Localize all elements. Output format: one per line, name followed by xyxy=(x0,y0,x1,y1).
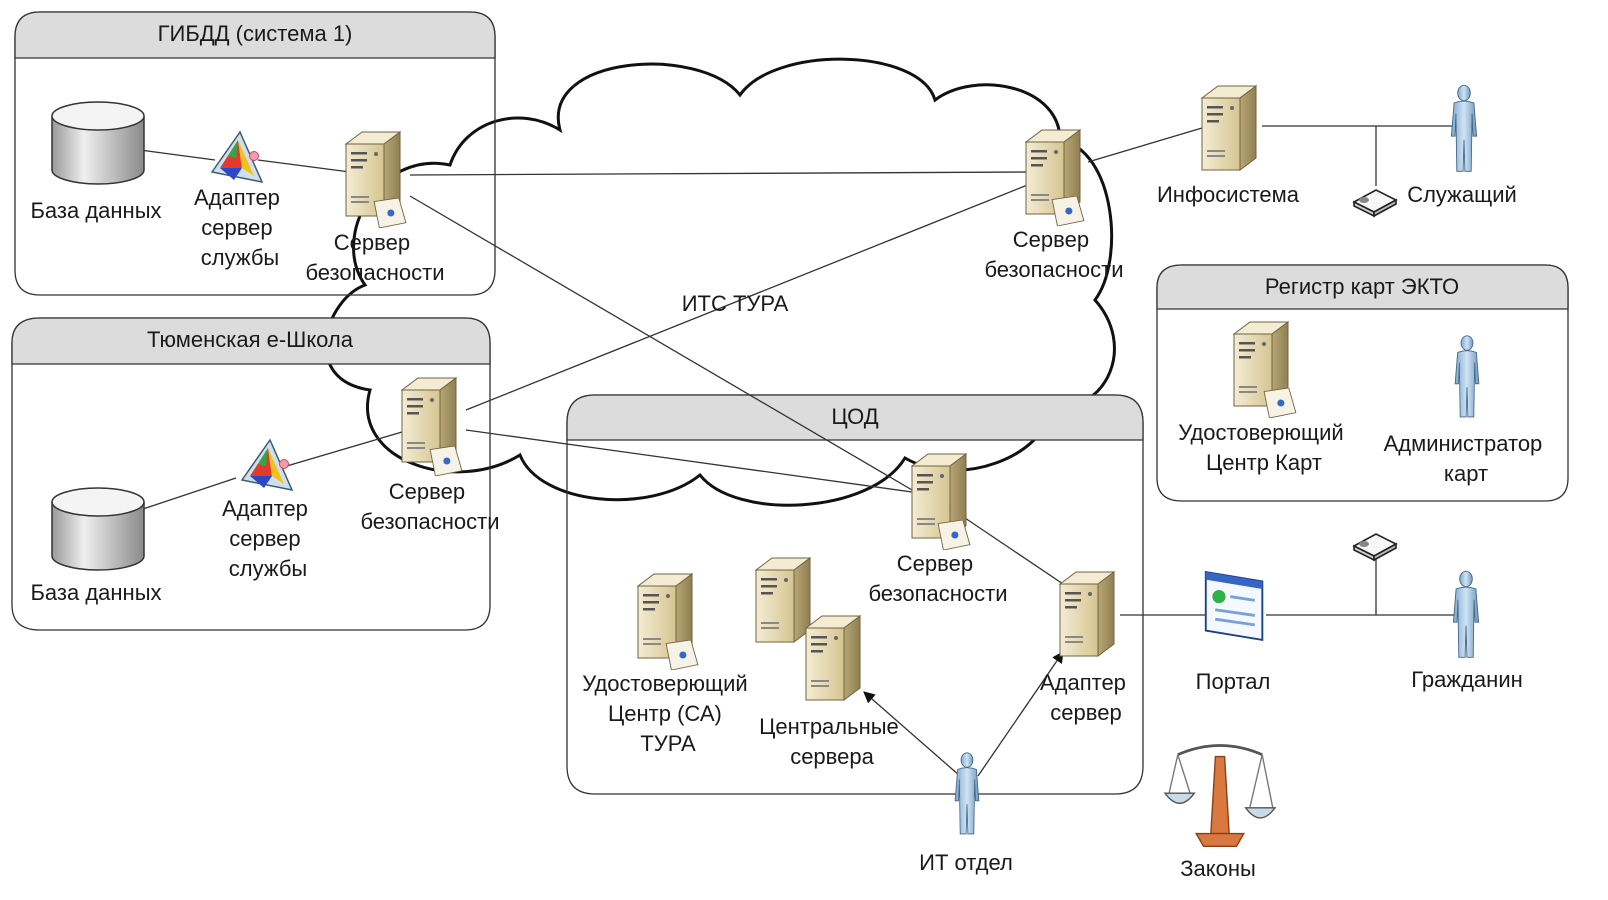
eschool-security-label: Сервер безопасности xyxy=(360,479,499,534)
certificate-icon xyxy=(665,640,699,670)
group-title-registry: Регистр карт ЭКТО xyxy=(1265,274,1459,299)
adapter-server-icon xyxy=(1059,571,1115,657)
gibdd-adapter-label: Адаптер сервер службы xyxy=(194,185,286,270)
group-title-cod: ЦОД xyxy=(831,404,878,429)
portal-label: Портал xyxy=(1196,669,1271,694)
router-icon xyxy=(1353,189,1397,217)
citizen-label: Гражданин xyxy=(1411,667,1523,692)
group-eschool: Тюменская е-Школа xyxy=(11,317,491,631)
cod-central-label: Центральные сервера xyxy=(759,714,905,769)
cod-security-label: Сервер безопасности xyxy=(868,551,1007,606)
database-icon xyxy=(51,487,145,571)
its-tura-cloud xyxy=(324,57,1116,507)
central-server-icon xyxy=(755,557,811,643)
person-icon xyxy=(954,752,980,835)
infosys-security-label: Сервер безопасности xyxy=(984,227,1123,282)
person-icon xyxy=(1452,570,1480,658)
central-server-icon xyxy=(805,615,861,701)
group-gibdd: ГИБДД (система 1) xyxy=(14,11,496,296)
router-icon xyxy=(1353,533,1397,561)
person-icon xyxy=(1450,84,1478,172)
registry-ca-label: Удостоверющий Центр Карт xyxy=(1178,420,1350,475)
group-cod: ЦОД xyxy=(566,394,1144,795)
eschool-adapter-label: Адаптер сервер службы xyxy=(222,496,314,581)
database-icon xyxy=(51,101,145,185)
employee-label: Служащий xyxy=(1407,182,1517,207)
scales-icon xyxy=(1163,744,1277,848)
gibdd-db-label: База данных xyxy=(30,198,161,223)
group-registry: Регистр карт ЭКТО xyxy=(1156,264,1569,502)
group-title-gibdd: ГИБДД (система 1) xyxy=(158,21,353,46)
group-title-eschool: Тюменская е-Школа xyxy=(147,327,354,352)
it-department-label: ИТ отдел xyxy=(919,850,1013,875)
gibdd-security-label: Сервер безопасности xyxy=(305,230,444,285)
adapter-icon xyxy=(211,131,263,183)
connectors xyxy=(139,125,1455,777)
network-label: ИТС ТУРА xyxy=(682,291,789,316)
registry-admin-label: Администратор карт xyxy=(1384,431,1549,486)
laws-label: Законы xyxy=(1180,856,1256,881)
cod-adapter-label: Адаптер сервер xyxy=(1040,670,1132,725)
infosys-server-label: Инфосистема xyxy=(1157,182,1300,207)
eschool-db-label: База данных xyxy=(30,580,161,605)
infosystem-server-icon xyxy=(1201,85,1257,171)
adapter-icon xyxy=(241,439,293,491)
portal-icon xyxy=(1204,570,1264,642)
certificate-icon xyxy=(1263,388,1297,418)
cod-ca-label: Удостоверющий Центр (СА) ТУРА xyxy=(582,671,754,756)
person-icon xyxy=(1454,335,1480,418)
